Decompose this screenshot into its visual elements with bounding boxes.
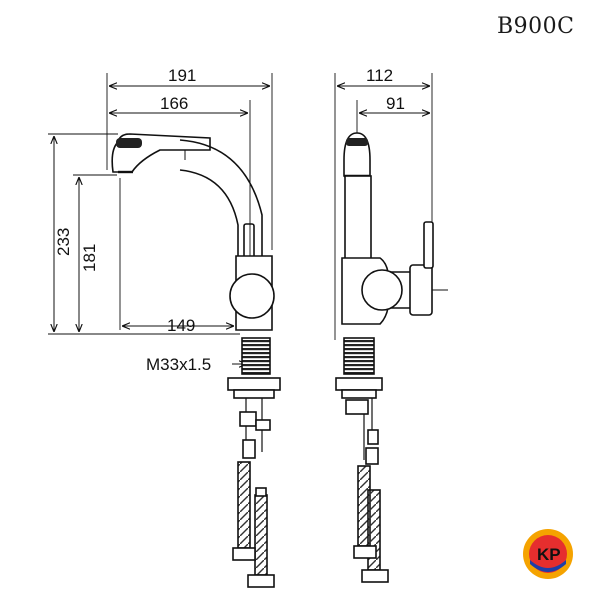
side-thread	[241, 337, 271, 375]
dim-label-149: 149	[167, 316, 195, 335]
dim-label-thread: M33x1.5	[146, 355, 211, 374]
dim-label-181: 181	[80, 244, 99, 272]
brand-logo: KP	[523, 529, 573, 579]
front-handle	[409, 264, 433, 316]
side-cartridge	[229, 273, 275, 319]
side-spray-head	[111, 133, 211, 173]
side-view: 191 166 233 181 149 M33x1.5	[48, 66, 281, 588]
dim-label-191: 191	[168, 66, 196, 85]
side-hose-left	[237, 461, 251, 549]
dim-label-112: 112	[366, 66, 393, 85]
front-spout	[344, 175, 372, 261]
side-spout	[179, 139, 263, 263]
side-hose-right	[254, 494, 268, 576]
front-thread	[343, 337, 375, 375]
dim-label-166: 166	[160, 94, 188, 113]
front-view: 112 91	[334, 66, 448, 583]
side-extension-lines	[48, 73, 273, 335]
logo-text: KP	[537, 545, 561, 564]
dim-label-233: 233	[54, 228, 73, 256]
model-code: B900C	[497, 14, 575, 39]
side-mount-plate	[227, 377, 281, 391]
front-mount-plate	[335, 377, 383, 391]
dim-label-91: 91	[386, 94, 405, 113]
side-spray-nozzle	[116, 138, 142, 148]
front-lever	[423, 221, 434, 269]
